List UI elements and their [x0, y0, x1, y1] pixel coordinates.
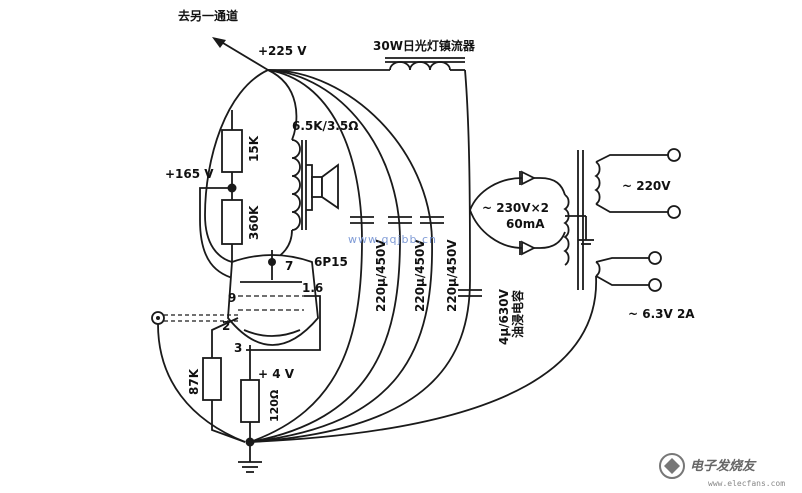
ballast-inductor-coil — [389, 61, 451, 71]
resistor-360k — [221, 199, 243, 245]
output-transformer-primary — [291, 139, 301, 231]
supply-arc-2 — [249, 69, 401, 443]
label-rect-current: 60mA — [506, 217, 545, 231]
heater-winding — [595, 261, 601, 277]
speaker-cone-icon — [321, 163, 339, 210]
diode-to-transformer-top — [539, 177, 566, 196]
supply-arc-1 — [249, 69, 363, 443]
label-to-other-channel: 去另一通道 — [178, 8, 238, 23]
label-cap3: 220μ/450V — [445, 239, 459, 312]
label-ballast: 30W日光灯镇流器 — [373, 38, 476, 53]
brand-logo-icon — [664, 458, 680, 474]
supply-arc-3 — [249, 69, 433, 443]
supply-arc-4 — [249, 69, 471, 443]
arrow-icon — [212, 37, 226, 48]
diode-icon-bottom — [521, 240, 537, 256]
power-transformer-primary — [594, 161, 601, 205]
resistor-15k — [221, 129, 243, 173]
label-cap1: 220μ/450V — [374, 239, 388, 312]
vacuum-tube-envelope — [227, 254, 319, 346]
grid-leak-lead — [211, 317, 239, 358]
output-to-other-channel-wire — [217, 39, 269, 71]
diode-to-transformer-bottom — [539, 231, 566, 249]
watermark-text: www.qqjbb.cn — [348, 233, 437, 246]
label-cap4: 4μ/630V — [497, 288, 511, 345]
speaker-icon — [311, 176, 323, 198]
label-b-plus-225: +225 V — [258, 44, 307, 58]
resistor-87k — [202, 357, 222, 401]
heater-top-wire — [595, 257, 650, 263]
mains-bottom-wire — [595, 203, 670, 213]
brand-logo: 电子发烧友 www.elecfans.com — [659, 453, 785, 488]
tube-cathode — [243, 329, 301, 337]
b-plus-to-ot-wire — [267, 69, 298, 141]
label-r120: 120Ω — [268, 389, 281, 422]
r87k-ground-lead — [211, 400, 246, 443]
brand-url: www.elecfans.com — [708, 479, 785, 488]
heater-terminal-top[interactable] — [648, 251, 662, 265]
label-rect-spec: ~ 230V×2 — [482, 201, 549, 215]
label-cap4-type: 油浸电容 — [510, 290, 525, 338]
label-ot-spec: 6.5K/3.5Ω — [292, 119, 358, 133]
mains-terminal-bottom[interactable] — [667, 205, 681, 219]
label-tube-type: 6P15 — [314, 255, 348, 269]
resistor-120-ohm — [240, 379, 260, 423]
label-pin3: 3 — [234, 341, 242, 355]
heater-terminal-bottom[interactable] — [648, 278, 662, 292]
label-r87k: 87K — [187, 368, 201, 395]
diode-icon-top — [521, 170, 537, 186]
heater-bottom-wire — [595, 275, 650, 286]
input-jack-center — [156, 316, 160, 320]
mains-top-wire — [595, 154, 670, 163]
label-pin16: 1.6 — [302, 281, 323, 295]
label-pin9: 9 — [228, 291, 236, 305]
label-heater: ~ 6.3V 2A — [628, 307, 695, 321]
label-pin7: 7 — [285, 259, 293, 273]
brand-logo-icon — [659, 453, 685, 479]
input-ground-wire — [157, 323, 246, 443]
heater-wire — [246, 295, 321, 351]
label-mains: ~ 220V — [622, 179, 671, 193]
power-transformer-secondary-hv — [563, 194, 570, 266]
label-plus-165: +165 V — [165, 167, 214, 181]
label-pin2: 2 — [222, 319, 230, 333]
label-plus-4v: + 4 V — [258, 367, 295, 381]
label-r15k: 15K — [247, 135, 261, 162]
tube-plate-pin-dot — [268, 258, 276, 266]
b-plus-left-loop — [204, 69, 269, 263]
label-cap2: 220μ/450V — [413, 239, 427, 312]
label-r360k: 360K — [247, 205, 261, 240]
mains-terminal-top[interactable] — [667, 148, 681, 162]
heater-to-ground-arc — [249, 275, 597, 443]
brand-name: 电子发烧友 — [690, 458, 757, 474]
